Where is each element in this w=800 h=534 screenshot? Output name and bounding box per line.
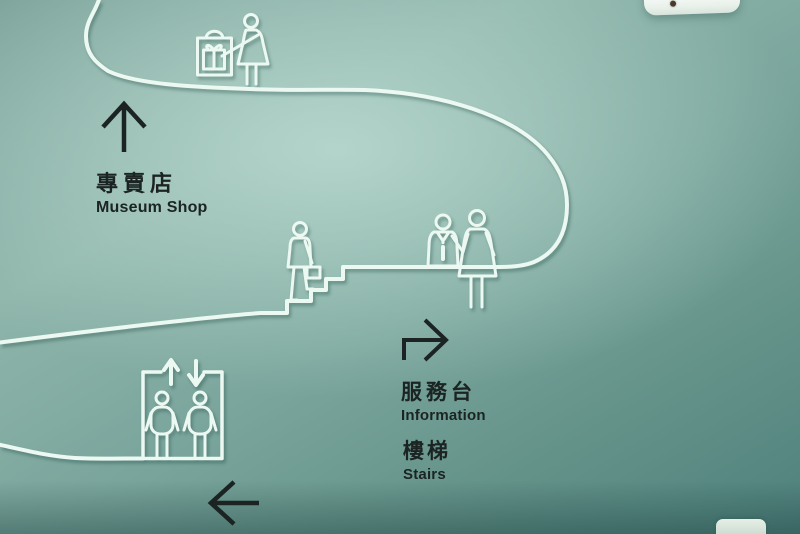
information-label-en: Information xyxy=(401,407,486,425)
information-label-zh: 服務台 xyxy=(401,381,476,404)
right-arrow-icon xyxy=(402,318,449,362)
stairs-label-zh: 樓梯 xyxy=(403,440,451,463)
information-label: 服務台 Information xyxy=(401,381,486,425)
wayfinding-line xyxy=(0,0,569,461)
elevator-up-arrow-icon xyxy=(162,358,180,386)
shopper-pictogram xyxy=(196,13,270,86)
museum-shop-label-zh: 專賣店 xyxy=(96,171,178,196)
left-arrow-icon xyxy=(207,480,259,526)
elevator-pictogram xyxy=(141,358,224,461)
museum-shop-label: 專賣店 Museum Shop xyxy=(96,172,208,217)
stairs-label: 樓梯 Stairs xyxy=(403,440,451,484)
stairs-label-en: Stairs xyxy=(403,466,446,484)
elevator-down-arrow-icon xyxy=(187,359,205,387)
museum-shop-label-en: Museum Shop xyxy=(96,199,208,217)
fixture-screw-dot xyxy=(669,0,677,7)
wall-switch xyxy=(716,519,766,534)
info-desk-pictogram xyxy=(426,209,498,309)
stairs-pictogram xyxy=(286,221,322,302)
up-arrow-icon xyxy=(101,100,147,152)
